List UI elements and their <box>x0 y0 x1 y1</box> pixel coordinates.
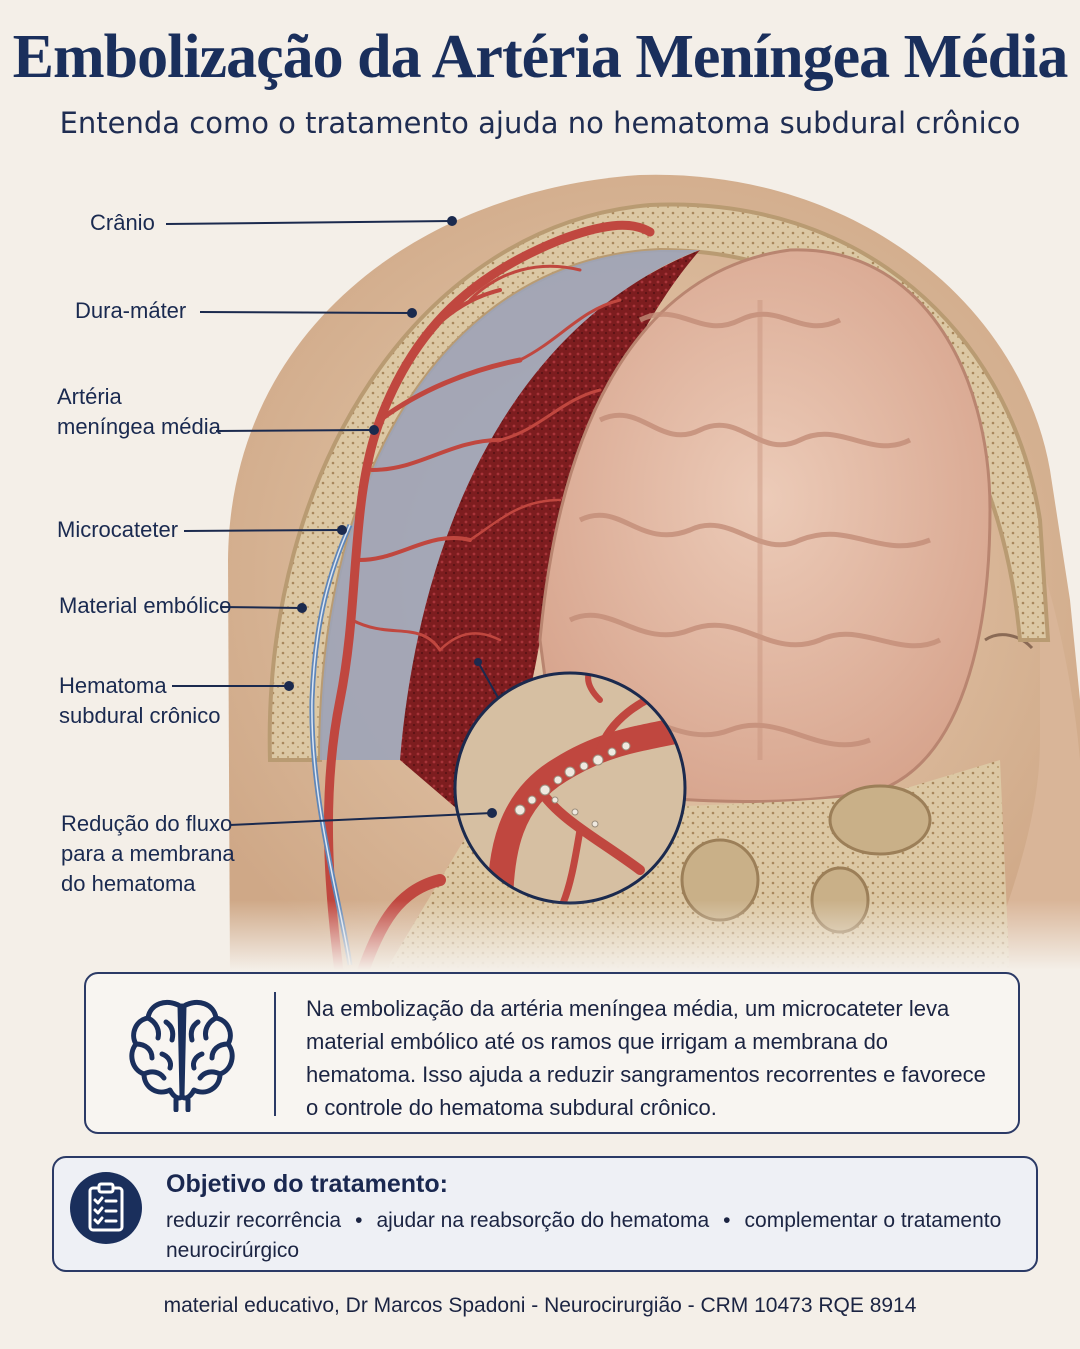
objective-item: reduzir recorrência <box>166 1209 342 1232</box>
card-divider <box>274 992 276 1116</box>
objective-heading: Objetivo do tratamento: <box>166 1170 448 1198</box>
anatomy-illustration <box>0 174 1080 970</box>
label-dura-mater: Dura-máter <box>75 298 187 323</box>
brain-icon <box>129 1000 235 1112</box>
footer-credit: material educativo, Dr Marcos Spadoni - … <box>163 1294 917 1317</box>
bullet-separator: • <box>723 1209 731 1232</box>
page-title: Embolização da Artéria Meníngea Média <box>12 23 1069 91</box>
label-reducao-fluxo: Redução do fluxo para a membrana do hema… <box>61 811 235 896</box>
objective-card: Objetivo do tratamento: reduzir recorrên… <box>52 1156 1038 1272</box>
info-card-text: Na embolização da artéria meníngea média… <box>306 996 986 1120</box>
label-hematoma: Hematoma subdural crônico <box>59 673 221 728</box>
page-subtitle: Entenda como o tratamento ajuda no hemat… <box>59 106 1021 140</box>
label-microcateter: Microcateter <box>57 517 179 542</box>
bullet-separator: • <box>355 1209 363 1232</box>
objective-list: reduzir recorrência • ajudar na reabsorção… <box>166 1206 1006 1266</box>
clipboard-checklist-icon <box>70 1172 142 1244</box>
label-arteria-meningea: Artéria meníngea média <box>57 384 221 439</box>
label-cranio: Crânio <box>90 210 155 235</box>
objective-item: complementar o tratamento neurocirúrgico <box>166 1209 1002 1262</box>
info-card: Na embolização da artéria meníngea média… <box>84 972 1020 1134</box>
objective-item: ajudar na reabsorção do hematoma <box>376 1209 710 1232</box>
label-material-embolico: Material embólico <box>59 593 232 618</box>
